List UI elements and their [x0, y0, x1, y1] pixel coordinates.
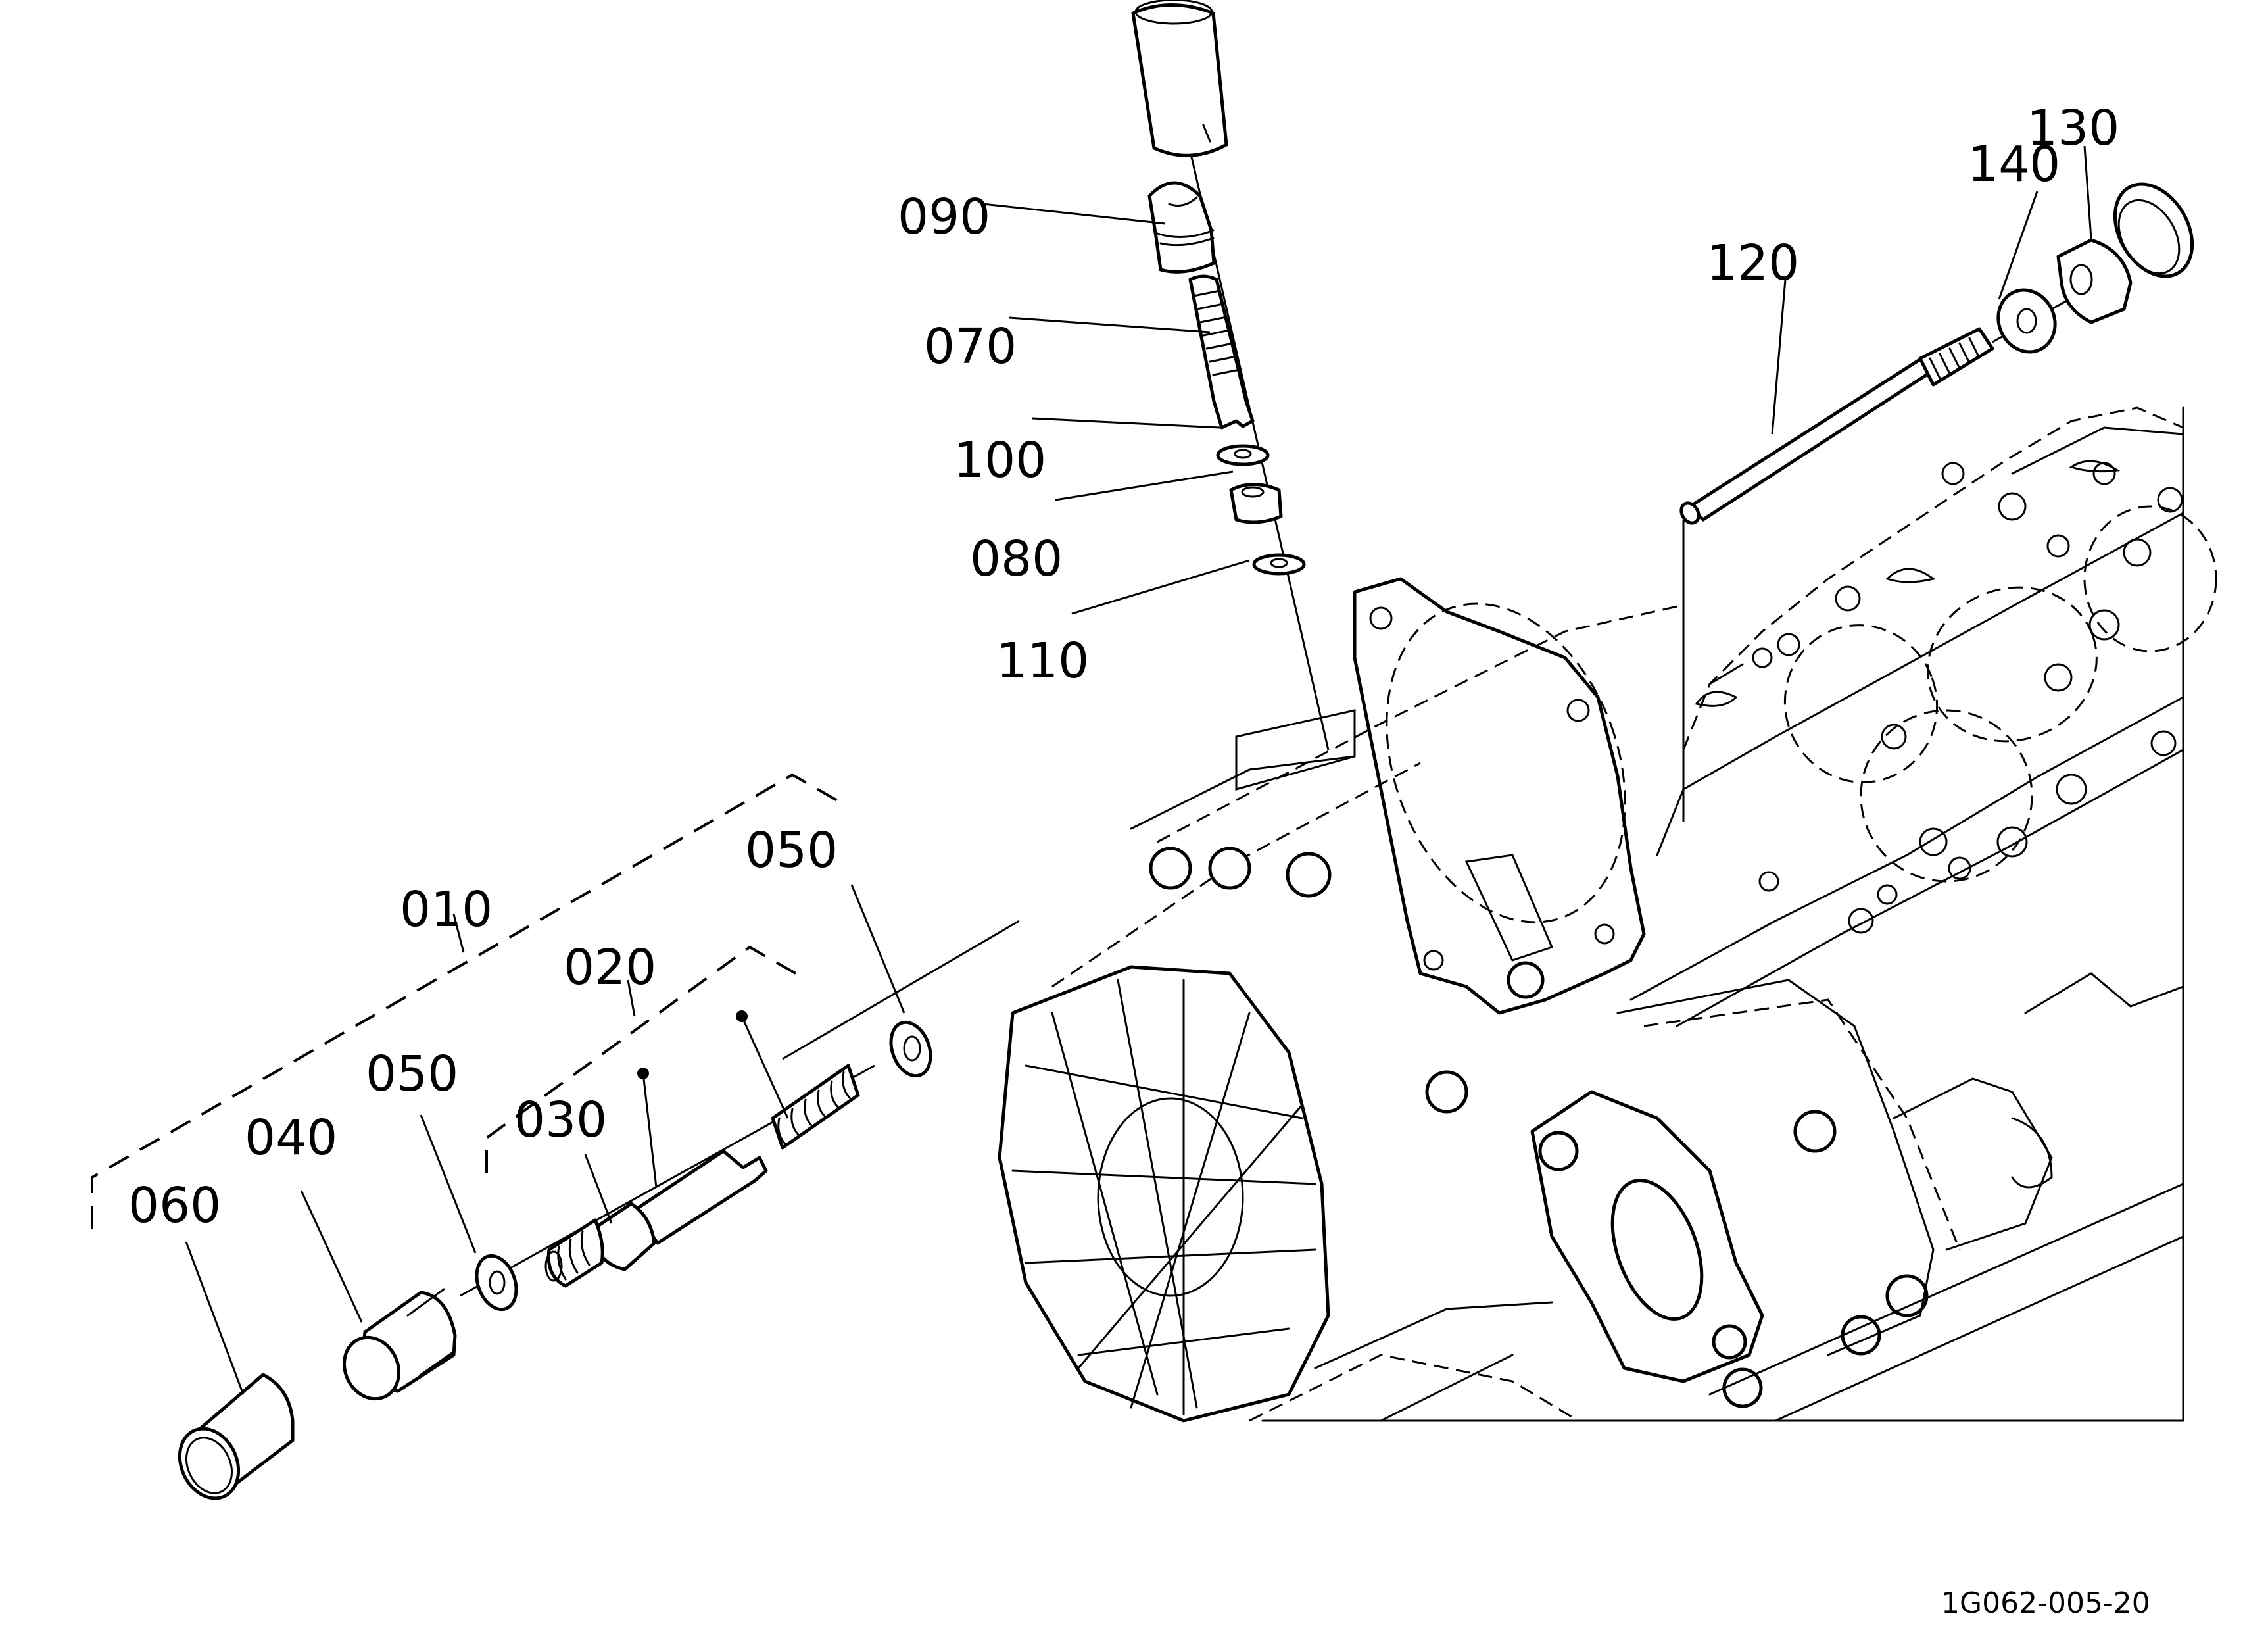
gasket-holes [1695, 460, 2183, 934]
long-stud-120 [1688, 353, 1939, 522]
drawing-code: 1G062-005-20 [1941, 1586, 2150, 1620]
callout-140: 140 [1967, 136, 2060, 193]
callout-070: 070 [924, 318, 1017, 375]
callout-050-lower: 050 [366, 1046, 458, 1102]
callout-130: 130 [2027, 100, 2119, 157]
long-stud-assembly [1679, 182, 2194, 822]
washer-140 [1996, 288, 2057, 354]
callout-110: 110 [996, 633, 1089, 689]
callout-120: 120 [1706, 235, 1799, 291]
callout-010: 010 [400, 881, 493, 938]
washer-110 [1252, 553, 1306, 576]
washer-100 [1216, 444, 1270, 466]
washer-050-upper [889, 1020, 932, 1078]
callout-030: 030 [514, 1092, 607, 1148]
nut-130 [2056, 238, 2133, 324]
stud-070 [1188, 274, 1255, 430]
callout-080: 080 [970, 531, 1063, 587]
threaded-end [1918, 327, 1994, 387]
seal-cap [2113, 182, 2194, 278]
callout-050-upper: 050 [745, 822, 838, 879]
callout-090: 090 [898, 189, 990, 245]
nut-080 [1229, 483, 1283, 524]
callout-100: 100 [953, 432, 1046, 489]
bracket-020 [485, 945, 796, 1173]
callout-020: 020 [564, 939, 656, 996]
gear-case-cover [998, 965, 1330, 1423]
acorn-nut-090 [1147, 181, 1216, 274]
vertical-assembly [1131, 0, 1330, 750]
relief-valve-assembly [178, 920, 1020, 1500]
callout-060: 060 [128, 1177, 221, 1234]
washer-050-lower [475, 1254, 518, 1312]
cap-060 [178, 1373, 295, 1500]
cap-nut-040 [342, 1288, 457, 1401]
cap-part [1131, 3, 1228, 157]
valve-030 [544, 1149, 768, 1288]
callout-040: 040 [245, 1110, 337, 1166]
engine-block [998, 406, 2217, 1423]
spring [771, 1064, 860, 1150]
